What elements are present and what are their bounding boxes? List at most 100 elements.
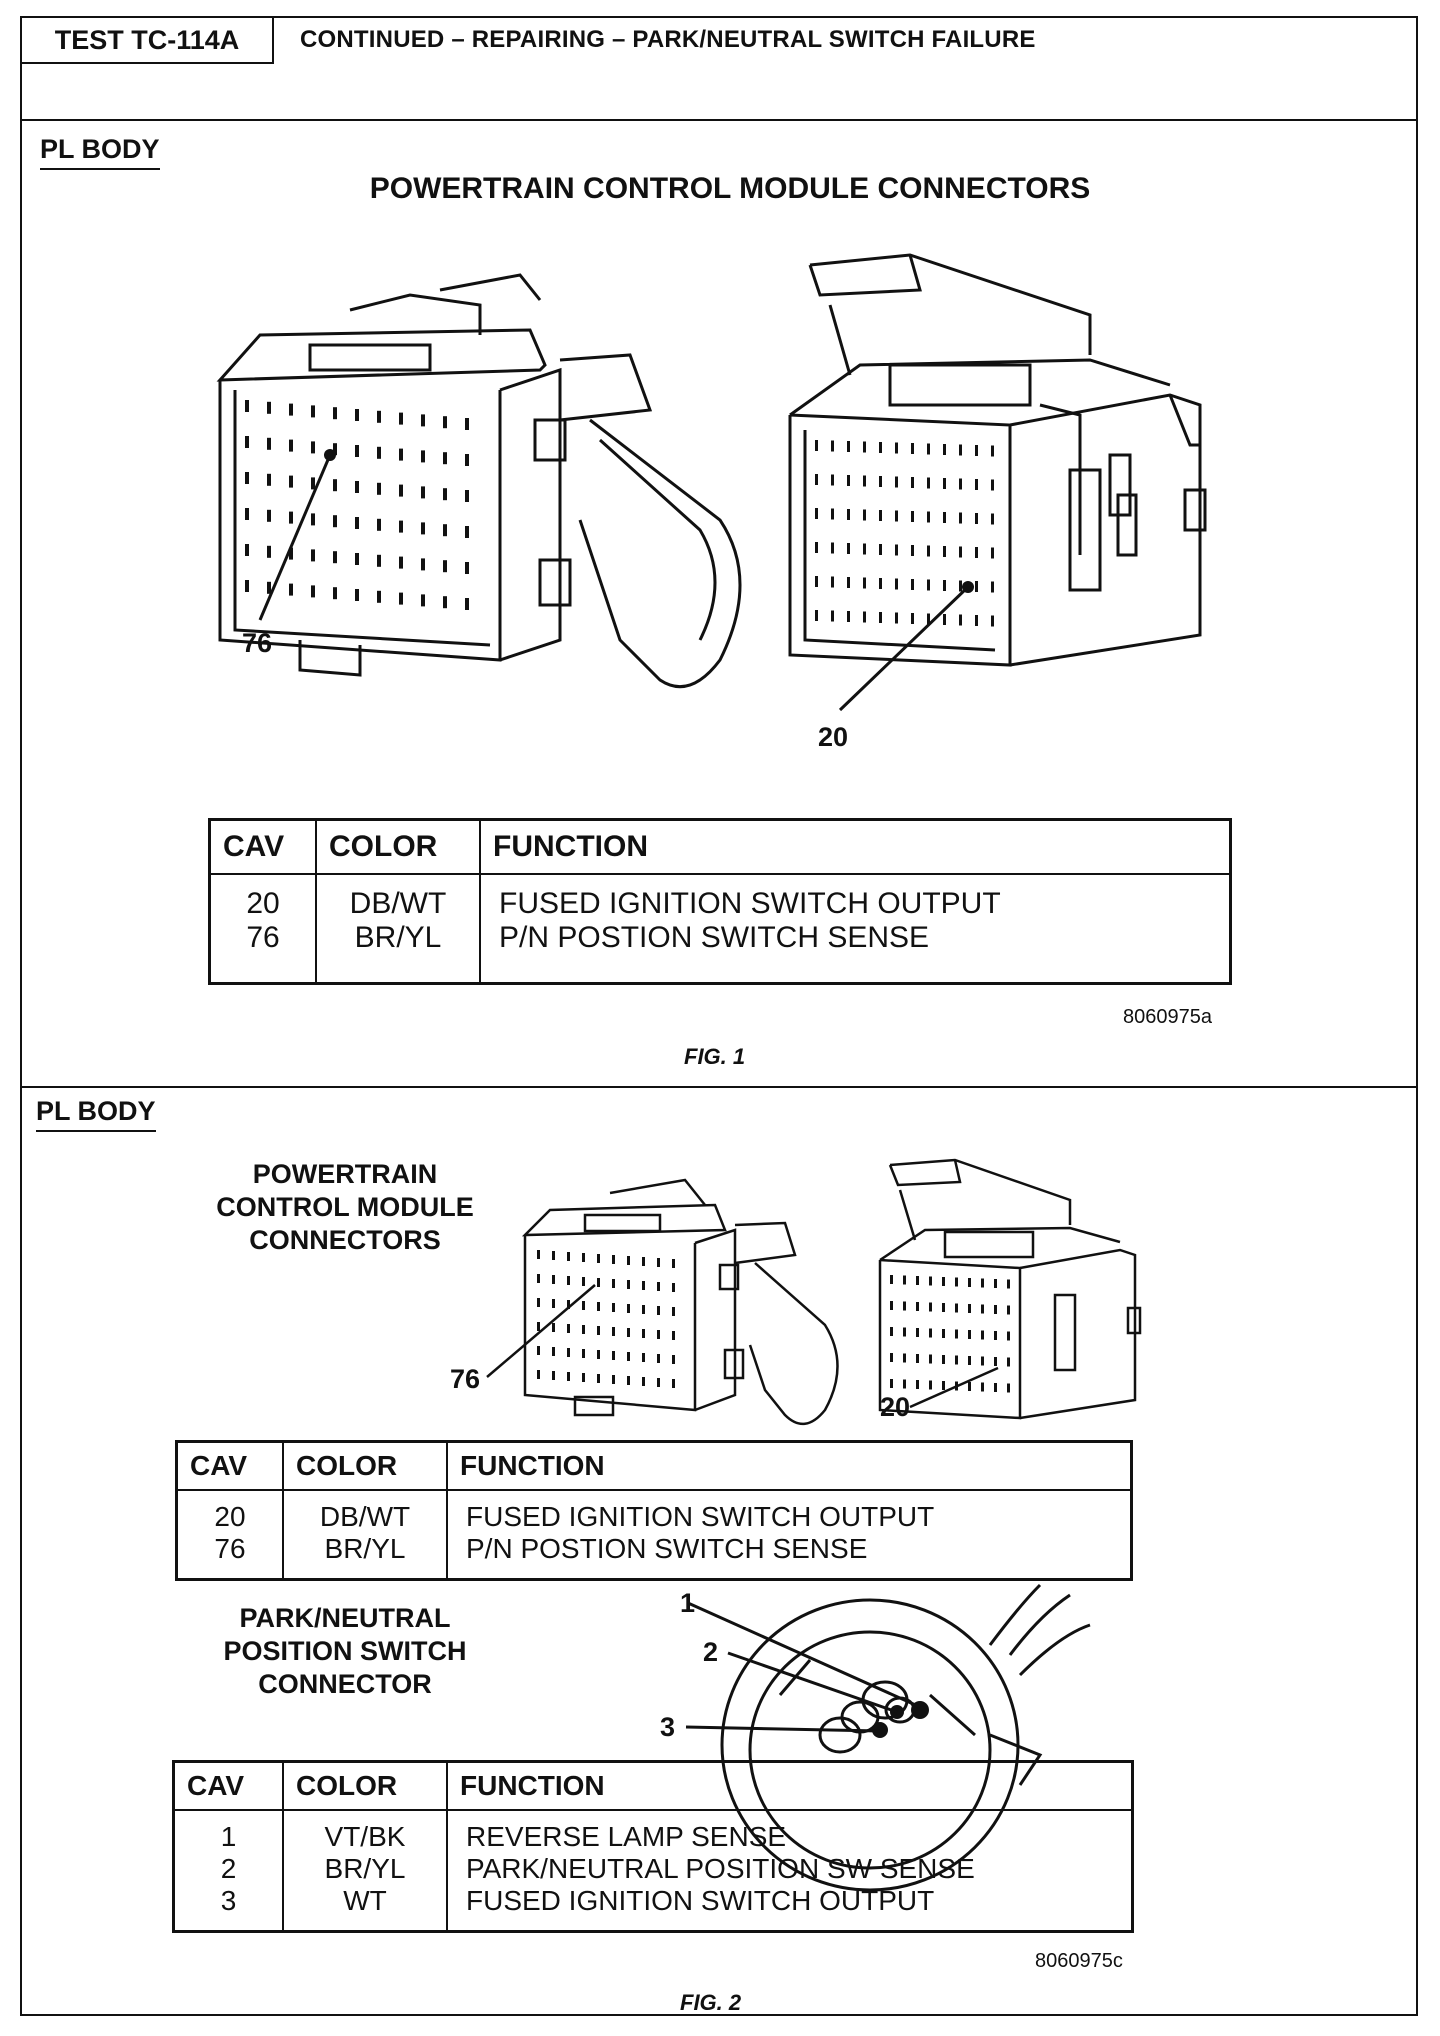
connector-pin	[333, 551, 337, 564]
color-column: DB/WT BR/YL	[316, 873, 481, 984]
connector-pin	[895, 544, 898, 556]
connector-pin	[895, 442, 898, 454]
connector-pin	[1007, 1331, 1010, 1341]
connector-pin	[847, 543, 850, 554]
connector-pin	[657, 1378, 660, 1387]
connector-pin	[642, 1377, 645, 1386]
connector-pin	[421, 450, 425, 463]
connector-pin	[597, 1350, 600, 1359]
connector-pin	[537, 1274, 540, 1283]
col-header-function: FUNCTION	[480, 819, 1231, 875]
connector-pin	[377, 410, 381, 423]
col-header-color: COLOR	[283, 1441, 448, 1491]
cav-column: 20 76	[209, 873, 317, 984]
connector-pin	[465, 490, 469, 502]
connector-pin	[959, 444, 962, 456]
connector-pin	[443, 560, 447, 573]
cell-function: FUSED IGNITION SWITCH OUTPUT	[466, 1500, 935, 1532]
connector-pin	[582, 1277, 585, 1286]
title-line: CONNECTORS	[249, 1225, 441, 1255]
connector-pin	[245, 544, 249, 556]
connector-pin	[903, 1301, 906, 1311]
connector-pin	[612, 1279, 615, 1288]
function-column: REVERSE LAMP SENSE PARK/NEUTRAL POSITION…	[447, 1810, 1133, 1932]
connector-pin	[927, 443, 930, 455]
connector-pin	[981, 1330, 984, 1340]
connector-pin	[890, 1379, 893, 1388]
cell-function: REVERSE LAMP SENSE	[466, 1820, 787, 1852]
connector-pin	[943, 478, 946, 489]
connector-pin	[929, 1328, 932, 1338]
col-header-cav: CAV	[176, 1441, 284, 1491]
function-column: FUSED IGNITION SWITCH OUTPUT P/N POSTION…	[480, 874, 1231, 984]
pcm-connector-left-illustration	[216, 273, 742, 689]
connector-pin	[333, 515, 337, 528]
title-line: POWERTRAIN	[252, 1159, 438, 1189]
connector-pin	[421, 594, 425, 607]
connector-pin	[994, 1305, 997, 1314]
connector-pin	[627, 1328, 630, 1337]
connector-pin	[943, 614, 946, 625]
connector-pin	[672, 1283, 675, 1292]
connector-pin	[981, 1278, 984, 1288]
connector-pin	[311, 477, 315, 490]
connector-pin	[537, 1322, 540, 1331]
cell-cav: 76	[246, 920, 280, 954]
connector-pin	[994, 1279, 997, 1288]
connector-pin	[911, 579, 914, 590]
connector-pin	[895, 476, 898, 488]
connector-pin	[879, 476, 882, 487]
connector-pin	[245, 508, 249, 520]
connector-pin	[955, 1329, 958, 1339]
fig1-code: 8060975a	[1123, 1006, 1212, 1028]
connector-pin	[582, 1253, 585, 1262]
connector-pin	[597, 1374, 600, 1383]
cell-color: DB/WT	[319, 1500, 411, 1532]
connector-pin	[672, 1307, 675, 1316]
connector-pin	[975, 547, 978, 558]
connector-pin	[968, 1330, 971, 1339]
connector-pin	[597, 1254, 600, 1263]
connector-pin	[815, 576, 818, 587]
connector-pin	[916, 1354, 919, 1363]
connector-pin	[895, 612, 898, 624]
fig2-code: 8060975c	[1035, 1950, 1123, 1972]
connector-pin	[582, 1325, 585, 1334]
connector-pin	[942, 1277, 945, 1286]
connector-pin	[831, 508, 834, 520]
connector-pin	[642, 1353, 645, 1362]
connector-pin	[333, 587, 337, 600]
fig1-title: POWERTRAIN CONTROL MODULE CONNECTORS	[369, 172, 1091, 205]
header-row	[20, 16, 1418, 121]
col-header-cav: CAV	[173, 1761, 284, 1811]
connector-pin	[916, 1302, 919, 1311]
connector-pin	[657, 1306, 660, 1315]
cell-color: BR/YL	[324, 1532, 406, 1564]
fig2-callout-76: 76	[450, 1364, 481, 1394]
connector-pin	[311, 405, 315, 418]
connector-pin	[815, 440, 818, 451]
connector-pin	[267, 581, 271, 594]
table-body: 20 76 DB/WT BR/YL FUSED IGNITION SWITCH …	[176, 1489, 1132, 1580]
connector-pin	[377, 446, 381, 459]
connector-pin	[567, 1372, 570, 1381]
connector-pin	[443, 596, 447, 609]
connector-pin	[311, 441, 315, 454]
connector-pin	[399, 412, 403, 425]
connector-pin	[847, 509, 850, 520]
header-title: CONTINUED – REPAIRING – PARK/NEUTRAL SWI…	[300, 26, 1036, 53]
connector-pin	[831, 542, 834, 554]
connector-pin	[959, 512, 962, 524]
cell-cav: 20	[246, 886, 280, 920]
connector-pin	[981, 1356, 984, 1366]
title-line: POSITION SWITCH	[223, 1636, 467, 1666]
connector-pin	[567, 1324, 570, 1333]
connector-pin	[991, 581, 994, 593]
connector-pin	[911, 613, 914, 624]
connector-pin	[612, 1303, 615, 1312]
connector-pin	[847, 577, 850, 588]
connector-pin	[355, 517, 359, 529]
connector-pin	[929, 1302, 932, 1312]
connector-pin	[863, 475, 866, 487]
connector-pin	[377, 554, 381, 567]
